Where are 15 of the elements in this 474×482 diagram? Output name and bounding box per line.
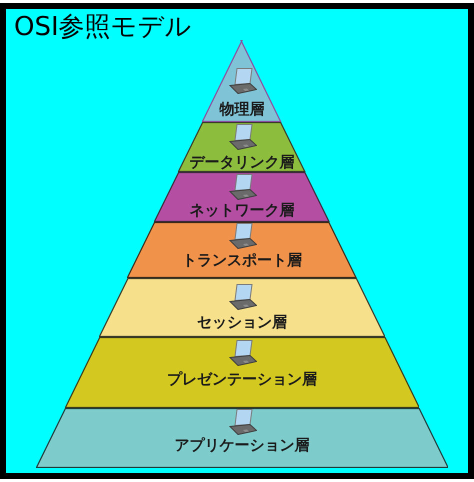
- layer-label: セッション層: [196, 313, 287, 331]
- pyramid-layer: [36, 408, 448, 468]
- pyramid-layer: [64, 337, 420, 408]
- pyramid-layer: [127, 222, 357, 278]
- pyramid-layer: [178, 122, 306, 172]
- layer-label: アプリケーション層: [174, 436, 310, 454]
- pyramid-layer: [98, 278, 386, 337]
- layer-label: プレゼンテーション層: [166, 370, 317, 388]
- diagram-title: OSI参照モデル: [14, 12, 192, 42]
- layer-label: ネットワーク層: [189, 201, 294, 219]
- layer-label: データリンク層: [189, 153, 294, 171]
- layer-label: 物理層: [219, 100, 264, 118]
- pyramid-layer: [154, 172, 330, 222]
- pyramid-layer: [202, 40, 282, 122]
- layer-label: トランスポート層: [182, 251, 302, 269]
